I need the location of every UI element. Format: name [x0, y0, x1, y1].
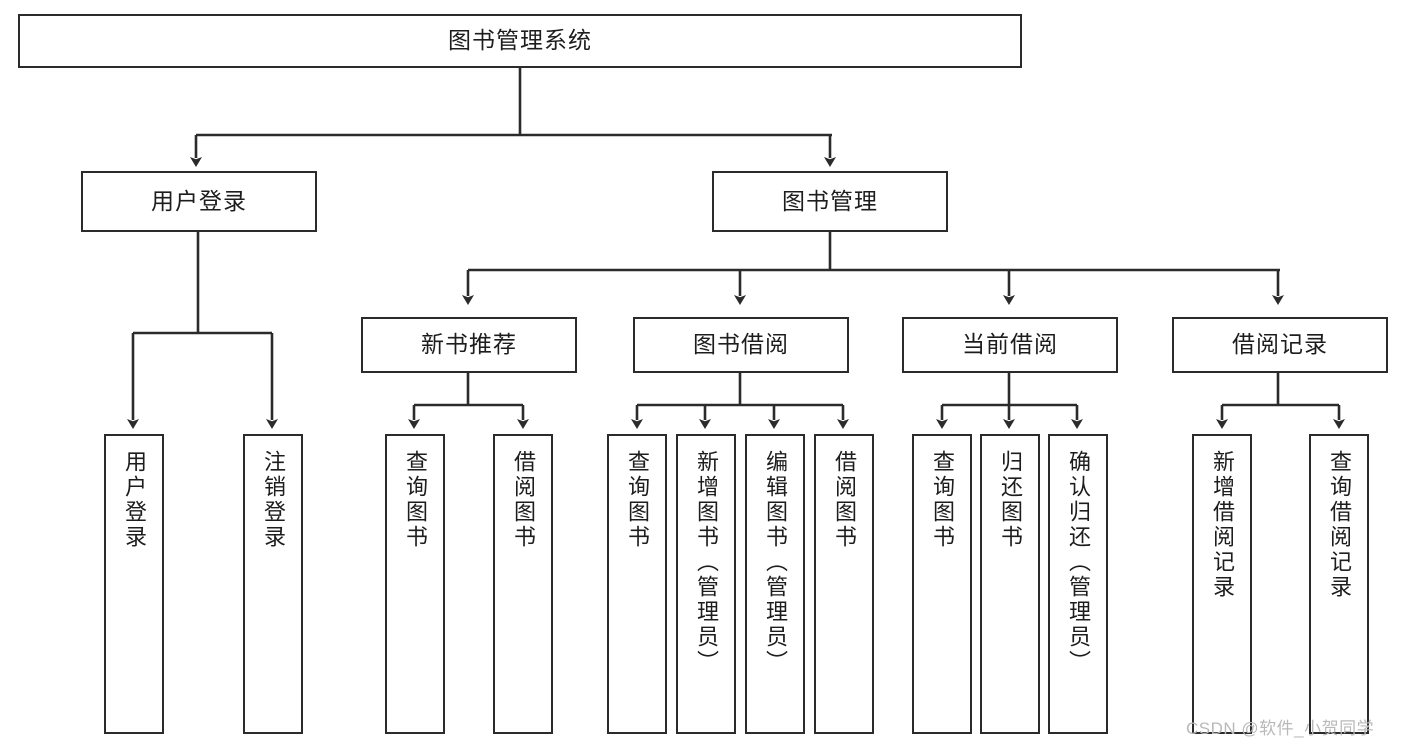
node-label: 新书推荐: [421, 331, 517, 358]
node-book-manage[interactable]: 图书管理: [712, 171, 948, 232]
node-label: 编辑图书（管理员）: [763, 450, 788, 675]
node-label: 图书管理系统: [448, 27, 592, 54]
node-label: 查询图书: [930, 450, 955, 550]
node-leaf-user-login[interactable]: 用户登录: [104, 434, 164, 734]
node-leaf-query-book-1[interactable]: 查询图书: [385, 434, 445, 734]
node-label: 注销登录: [261, 450, 286, 550]
node-label: 确认归还（管理员）: [1066, 450, 1091, 675]
node-leaf-confirm-return[interactable]: 确认归还（管理员）: [1048, 434, 1108, 734]
node-leaf-return-book[interactable]: 归还图书: [980, 434, 1040, 734]
node-leaf-query-borrow-record[interactable]: 查询借阅记录: [1309, 434, 1369, 734]
node-label: 用户登录: [151, 187, 247, 214]
node-current-borrow[interactable]: 当前借阅: [902, 317, 1118, 373]
node-label: 新增借阅记录: [1210, 450, 1235, 600]
node-label: 图书借阅: [693, 331, 789, 358]
node-leaf-query-book-2[interactable]: 查询图书: [607, 434, 667, 734]
node-label: 归还图书: [998, 450, 1023, 550]
node-label: 新增图书（管理员）: [694, 450, 719, 675]
node-label: 查询图书: [625, 450, 650, 550]
node-user-login[interactable]: 用户登录: [81, 171, 317, 232]
node-label: 图书管理: [782, 187, 878, 214]
node-label: 借阅图书: [511, 450, 536, 550]
node-leaf-add-book[interactable]: 新增图书（管理员）: [676, 434, 736, 734]
node-leaf-query-book-3[interactable]: 查询图书: [912, 434, 972, 734]
node-leaf-add-borrow-record[interactable]: 新增借阅记录: [1192, 434, 1252, 734]
node-borrow-record[interactable]: 借阅记录: [1172, 317, 1388, 373]
node-label: 当前借阅: [962, 331, 1058, 358]
node-new-book-recommend[interactable]: 新书推荐: [361, 317, 577, 373]
node-book-management-system[interactable]: 图书管理系统: [18, 14, 1022, 68]
node-leaf-edit-book[interactable]: 编辑图书（管理员）: [745, 434, 805, 734]
node-label: 查询图书: [403, 450, 428, 550]
node-label: 查询借阅记录: [1327, 450, 1352, 600]
csdn-watermark: CSDN @软件_小贺同学: [1186, 719, 1375, 738]
node-label: 借阅记录: [1232, 331, 1328, 358]
node-leaf-borrow-book-2[interactable]: 借阅图书: [814, 434, 874, 734]
node-book-borrow[interactable]: 图书借阅: [633, 317, 849, 373]
node-label: 用户登录: [122, 450, 147, 550]
node-leaf-logout-login[interactable]: 注销登录: [243, 434, 303, 734]
node-leaf-borrow-book-1[interactable]: 借阅图书: [493, 434, 553, 734]
node-label: 借阅图书: [832, 450, 857, 550]
